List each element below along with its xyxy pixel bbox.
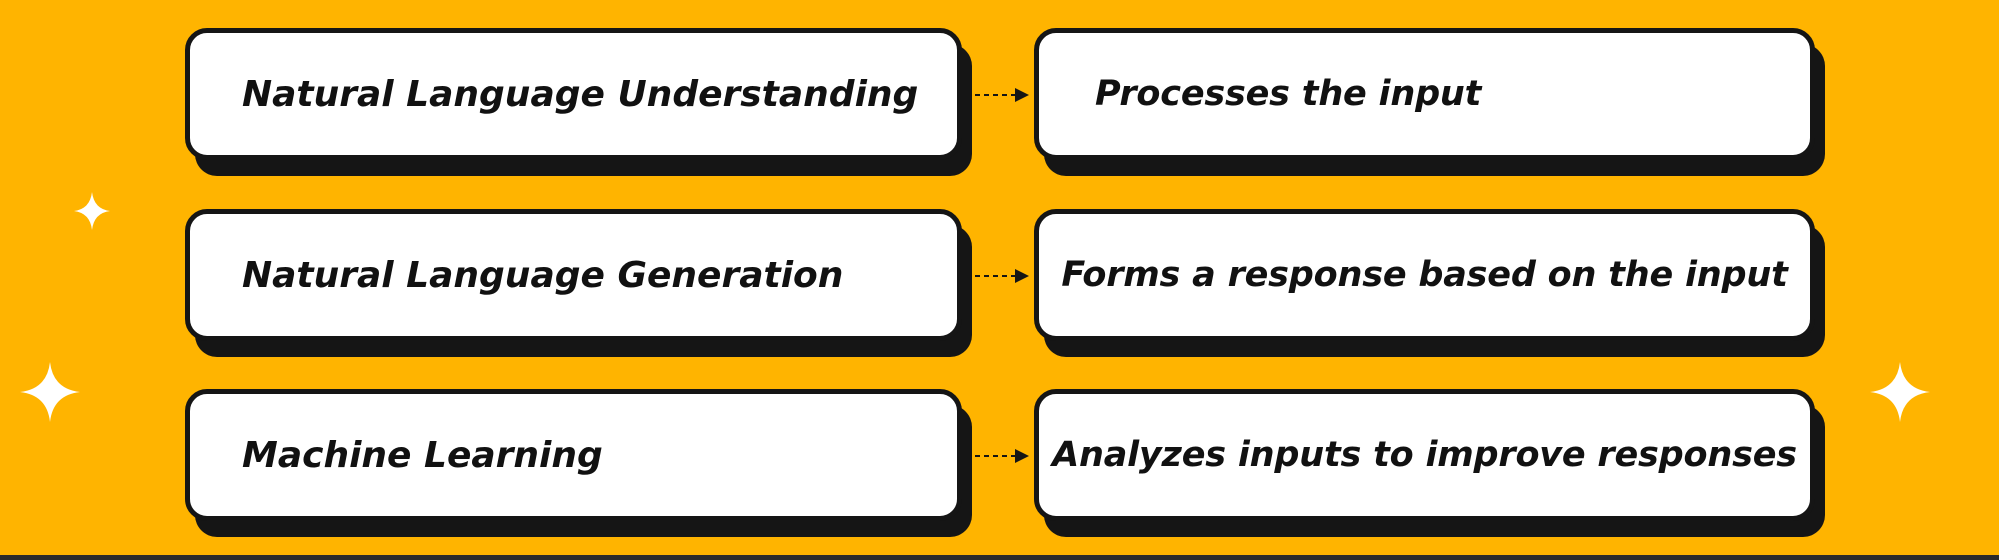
description-label: Analyzes inputs to improve responses: [1052, 435, 1797, 475]
sparkle-icon: [20, 362, 80, 422]
arrow-right-icon: [975, 269, 1029, 283]
description-label: Forms a response based on the input: [1061, 255, 1788, 295]
component-card-nlg: Natural Language Generation: [185, 209, 962, 341]
description-card-ml: Analyzes inputs to improve responses: [1034, 389, 1815, 521]
component-card-ml: Machine Learning: [185, 389, 962, 521]
component-label: Natural Language Generation: [242, 254, 844, 296]
component-label: Natural Language Understanding: [242, 73, 919, 115]
component-card-nlu: Natural Language Understanding: [185, 28, 962, 160]
description-card-nlg: Forms a response based on the input: [1034, 209, 1815, 341]
description-card-nlu: Processes the input: [1034, 28, 1815, 160]
sparkle-icon: [74, 192, 110, 230]
description-label: Processes the input: [1095, 74, 1482, 114]
bottom-edge: [0, 555, 1999, 560]
component-label: Machine Learning: [242, 434, 603, 476]
arrow-right-icon: [975, 449, 1029, 463]
sparkle-icon: [1870, 362, 1930, 422]
arrow-right-icon: [975, 88, 1029, 102]
